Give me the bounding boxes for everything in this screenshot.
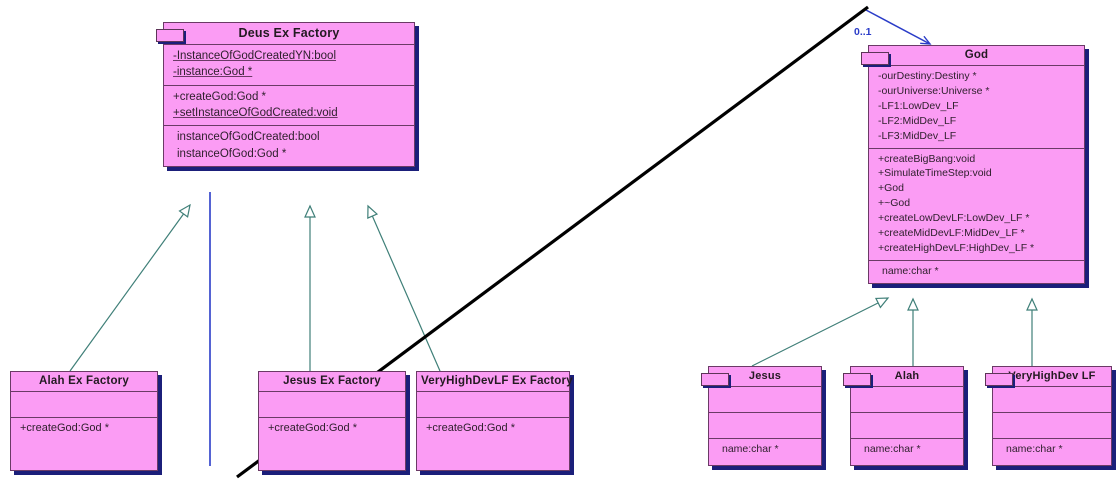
operation-row: +setInstanceOfGodCreated:void xyxy=(173,106,338,119)
operations-compartment: +createGod:God * xyxy=(11,418,157,441)
operations-compartment xyxy=(993,413,1111,439)
operation-row: +God xyxy=(878,182,904,195)
operations-compartment xyxy=(851,413,963,439)
class-title: VeryHighDevLF Ex Factory xyxy=(417,372,573,392)
class-box-alah-ex-factory[interactable]: Alah Ex Factory +createGod:God * xyxy=(10,371,158,471)
empty-row xyxy=(709,416,821,434)
empty-row xyxy=(993,390,1111,408)
operation-row: +createGod:God * xyxy=(426,422,515,434)
class-title: Alah xyxy=(851,367,963,387)
class-title: VeryHighDev LF xyxy=(993,367,1111,387)
class-box-alah[interactable]: Alah name:char * xyxy=(843,366,964,466)
class-box-veryhighdev-lf[interactable]: VeryHighDev LF name:char * xyxy=(985,366,1112,466)
operation-row: +createGod:God * xyxy=(20,422,109,434)
empty-row xyxy=(851,390,963,408)
class-tab-icon xyxy=(843,373,871,386)
operation-row: +createMidDevLF:MidDev_LF * xyxy=(878,227,1025,240)
class-box-god[interactable]: God -ourDestiny:Destiny * -ourUniverse:U… xyxy=(861,45,1085,284)
operations-compartment: +createGod:God * +setInstanceOfGodCreate… xyxy=(164,86,414,127)
class-tab-icon xyxy=(156,29,184,42)
operations-compartment: +createBigBang:void +SimulateTimeStep:vo… xyxy=(869,149,1084,261)
empty-row xyxy=(11,395,157,413)
attribute-row: -LF1:LowDev_LF xyxy=(878,99,959,112)
extra-compartment: instanceOfGodCreated:bool instanceOfGod:… xyxy=(164,126,414,166)
operation-row: +createGod:God * xyxy=(173,90,267,103)
attributes-compartment: -ourDestiny:Destiny * -ourUniverse:Unive… xyxy=(869,66,1084,149)
empty-row xyxy=(417,395,569,413)
extra-row: name:char * xyxy=(1006,443,1063,455)
class-title: God xyxy=(869,46,1084,66)
class-title: Alah Ex Factory xyxy=(11,372,157,392)
empty-row xyxy=(709,390,821,408)
generalization-vhd-factory-to-deus xyxy=(367,204,441,372)
class-title: Jesus Ex Factory xyxy=(259,372,405,392)
extra-row: instanceOfGod:God * xyxy=(177,147,287,160)
attributes-compartment xyxy=(709,387,821,413)
class-tab-icon xyxy=(985,373,1013,386)
class-title: Deus Ex Factory xyxy=(164,23,414,45)
attributes-compartment xyxy=(11,392,157,418)
attribute-row: -LF3:MidDev_LF xyxy=(878,129,957,142)
attribute-row: -instance:God * xyxy=(173,66,253,79)
extra-compartment: name:char * xyxy=(851,439,963,461)
empty-row xyxy=(259,395,405,413)
class-tab-icon xyxy=(861,52,889,65)
class-box-deus-ex-factory[interactable]: Deus Ex Factory -InstanceOfGodCreatedYN:… xyxy=(156,22,415,167)
attributes-compartment xyxy=(851,387,963,413)
generalization-alah-factory-to-deus xyxy=(69,203,191,372)
class-box-veryhighdevlf-ex-factory[interactable]: VeryHighDevLF Ex Factory +createGod:God … xyxy=(416,371,573,471)
class-box-jesus-ex-factory[interactable]: Jesus Ex Factory +createGod:God * xyxy=(258,371,406,471)
operation-row: +createHighDevLF:HighDev_LF * xyxy=(878,241,1035,254)
attributes-compartment: -InstanceOfGodCreatedYN:bool -instance:G… xyxy=(164,45,414,86)
operations-compartment: +createGod:God * xyxy=(259,418,405,441)
extra-row: name:char * xyxy=(722,443,779,455)
multiplicity-label-0-1: 0..1 xyxy=(854,26,872,38)
empty-row xyxy=(993,416,1111,434)
operation-row: +createBigBang:void xyxy=(878,152,976,165)
extra-row: name:char * xyxy=(882,264,939,277)
operation-row: +createLowDevLF:LowDev_LF * xyxy=(878,212,1030,225)
class-tab-icon xyxy=(701,373,729,386)
attribute-row: -ourUniverse:Universe * xyxy=(878,84,990,97)
operations-compartment xyxy=(709,413,821,439)
attributes-compartment xyxy=(417,392,569,418)
extra-compartment: name:char * xyxy=(869,261,1084,283)
empty-row xyxy=(851,416,963,434)
attribute-row: -InstanceOfGodCreatedYN:bool xyxy=(173,50,337,62)
operation-row: +SimulateTimeStep:void xyxy=(878,167,992,180)
extra-compartment: name:char * xyxy=(993,439,1111,461)
attributes-compartment xyxy=(259,392,405,418)
operation-row: +~God xyxy=(878,197,911,210)
attribute-row: -LF2:MidDev_LF xyxy=(878,114,957,127)
extra-row: name:char * xyxy=(864,443,921,455)
operation-row: +createGod:God * xyxy=(268,422,357,434)
operations-compartment: +createGod:God * xyxy=(417,418,569,441)
generalization-jesus-to-god xyxy=(751,297,890,367)
class-box-jesus[interactable]: Jesus name:char * xyxy=(701,366,822,466)
extra-compartment: name:char * xyxy=(709,439,821,461)
attribute-row: -ourDestiny:Destiny * xyxy=(878,70,977,82)
extra-row: instanceOfGodCreated:bool xyxy=(177,131,320,144)
attributes-compartment xyxy=(993,387,1111,413)
